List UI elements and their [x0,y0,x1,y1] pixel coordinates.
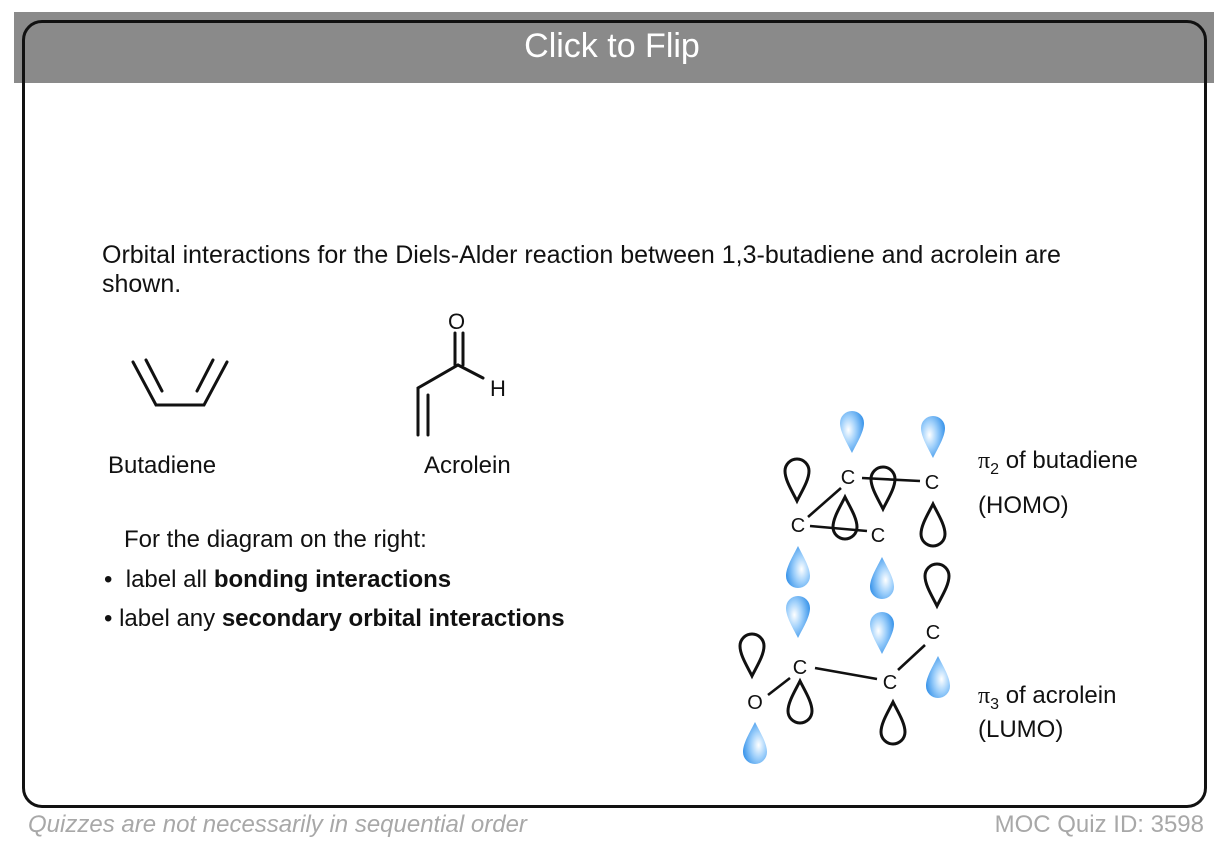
acrolein-hydrogen: H [490,376,506,401]
unshaded-p-orbital-lobe [919,500,947,548]
bullet: • [104,566,113,593]
unshaded-p-orbital-lobe [923,562,951,610]
shaded-p-orbital-lobe [921,416,945,458]
homo-label: π2 of butadiene [978,447,1138,478]
shaded-p-orbital-lobe [786,596,810,638]
bullet: • [104,605,113,632]
question-text: Orbital interactions for the Diels-Alder… [102,241,1061,298]
click-to-flip-button[interactable]: Click to Flip [524,27,700,65]
flip-bar[interactable] [14,12,1214,83]
unshaded-p-orbital-lobe [831,493,859,541]
atom-label: C [841,467,855,489]
atom-label: C [883,672,897,694]
acrolein-oxygen: O [448,309,465,334]
bullet-bold-text: secondary orbital interactions [221,605,565,632]
atom-label: C [791,515,805,537]
lumo-label: π3 of acrolein [978,682,1116,713]
homo-tag: (HOMO) [978,492,1069,519]
shaded-p-orbital-lobe [926,656,950,698]
atom-label: C [793,657,807,679]
acrolein-label: Acrolein [424,452,511,479]
instruction-bullet-2: • label any secondary orbital interactio… [104,605,565,633]
unshaded-p-orbital-lobe [869,465,897,513]
flashcard[interactable] [22,20,1207,808]
unshaded-p-orbital-lobe [786,677,814,725]
shaded-p-orbital-lobe [743,722,767,764]
lumo-tag: (LUMO) [978,716,1063,743]
shaded-p-orbital-lobe [870,612,894,654]
unshaded-p-orbital-lobe [783,457,811,505]
unshaded-p-orbital-lobe [738,632,766,680]
atom-label: C [871,525,885,547]
atom-label: C [925,472,939,494]
butadiene-label: Butadiene [108,452,217,479]
shaded-p-orbital-lobe [786,546,810,588]
shaded-p-orbital-lobe [870,557,894,599]
quiz-id: MOC Quiz ID: 3598 [994,811,1204,838]
shaded-p-orbital-lobe [840,411,864,453]
bullet-text: label all [125,566,214,593]
atom-label: C [926,622,940,644]
bullet-bold-text: bonding interactions [213,566,452,593]
bullet-text: label any [119,605,222,632]
instruction-bullet-1: • label all bonding interactions [104,566,451,594]
instruction-prompt: For the diagram on the right: [124,526,427,553]
sequence-note: Quizzes are not necessarily in sequentia… [28,811,527,838]
atom-label: O [747,692,763,714]
unshaded-p-orbital-lobe [879,698,907,746]
acrolein-structure [416,331,485,437]
